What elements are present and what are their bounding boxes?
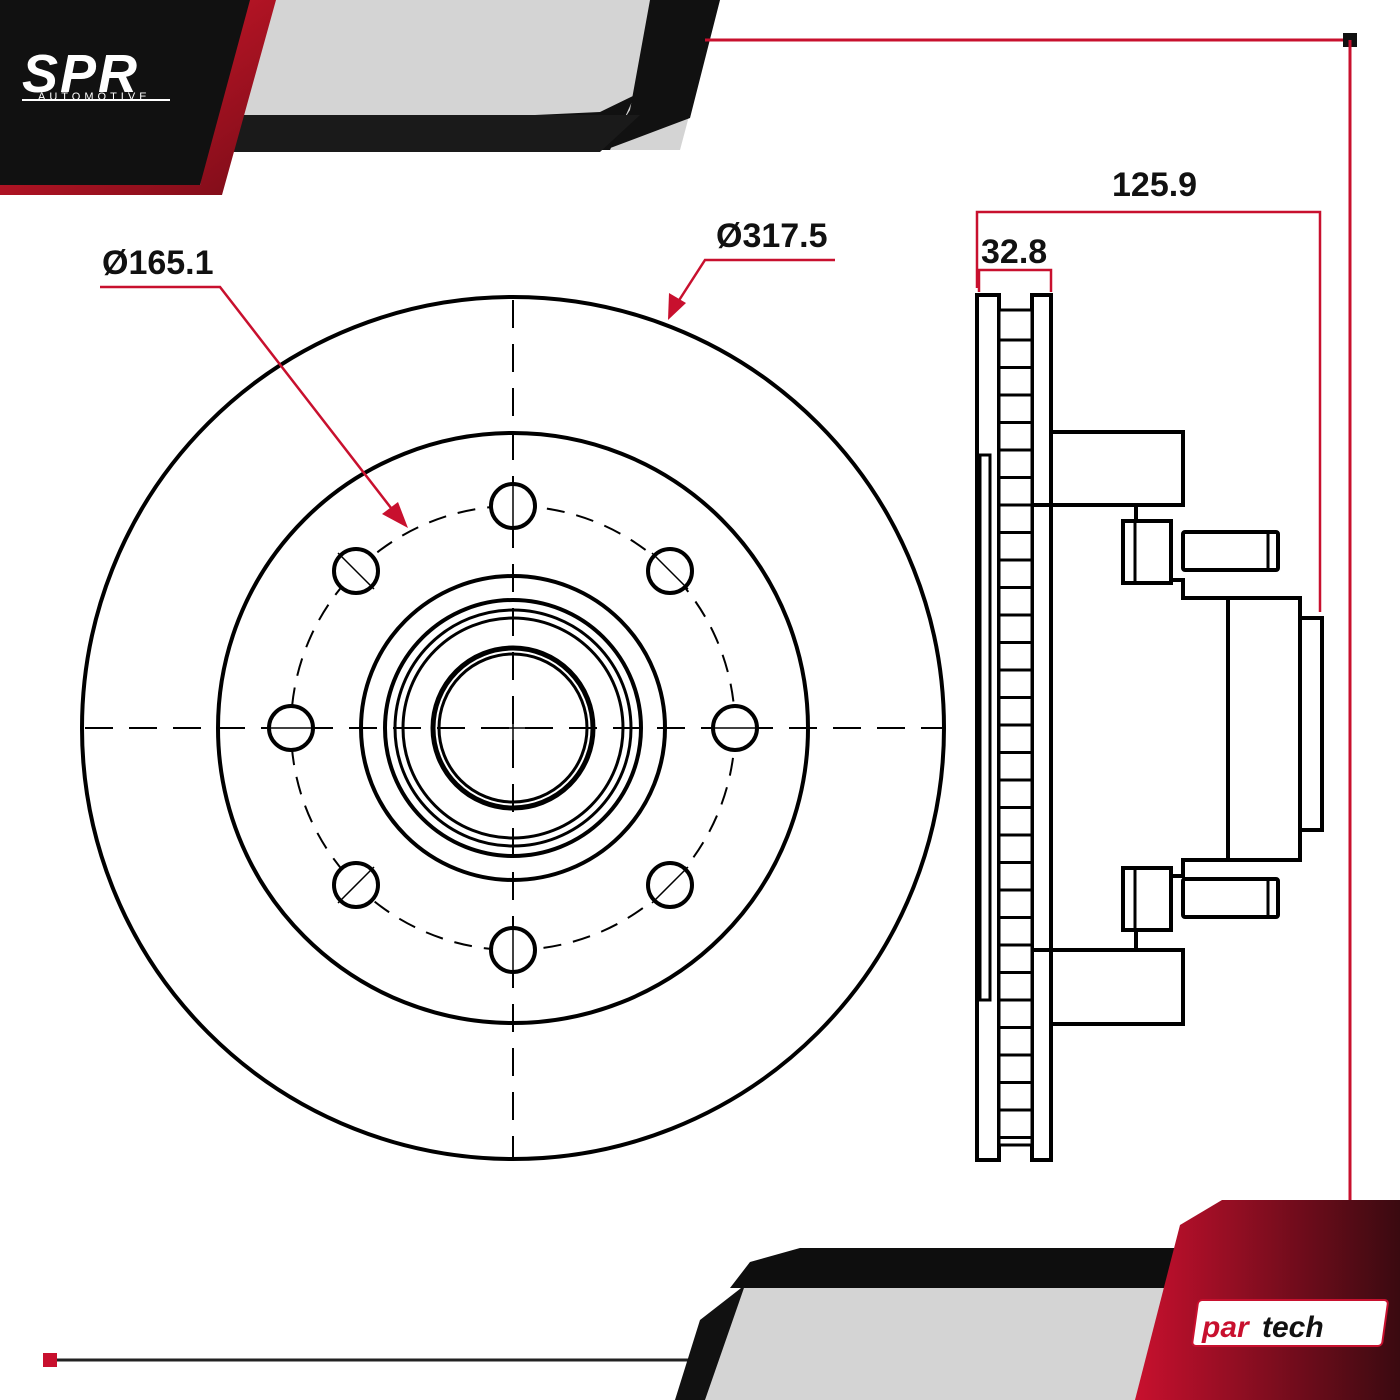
vane-region <box>997 308 1034 1147</box>
bottom-banner <box>675 1200 1400 1400</box>
top-banner <box>0 0 720 195</box>
partech-logo: par tech ® <box>1191 1299 1389 1347</box>
hub-top-flange <box>1051 430 1185 507</box>
spr-logo-subtext: AUTOMOTIVE <box>38 91 151 103</box>
hat-outer-circle <box>216 431 810 1025</box>
hub-ring-4 <box>401 616 625 840</box>
side-view-dimension-lines <box>975 210 1322 612</box>
partech-logo-suffix: tech <box>1262 1311 1324 1344</box>
rotor-face-plate <box>978 453 992 1002</box>
outer-disc-circle <box>80 295 946 1161</box>
rotor-thickness-label: 32.8 <box>981 233 1047 271</box>
vane-lines <box>999 338 1032 1139</box>
rotor-side-view <box>975 293 1324 1162</box>
bolt-circle-diameter-label: Ø165.1 <box>102 244 214 282</box>
hub-bottom-flange <box>1051 948 1185 1026</box>
spr-logo: SPR AUTOMOTIVE <box>22 44 170 104</box>
partech-logo-prefix: par <box>1201 1311 1251 1344</box>
spr-logo-text: SPR <box>22 44 139 104</box>
top-stud-base <box>1121 519 1173 585</box>
bottom-stud-base <box>1121 866 1173 932</box>
side-view-stud-details <box>1133 505 1270 950</box>
bearing-cap-lip <box>1298 616 1324 832</box>
front-view-leaders <box>100 258 835 528</box>
bearing-cap <box>1226 596 1302 862</box>
partech-registered-mark: ® <box>1376 1314 1384 1325</box>
total-height-label: 125.9 <box>1112 166 1197 204</box>
frame-lines <box>43 33 1357 1367</box>
hub-ring-5 <box>430 645 596 811</box>
inner-friction-plate <box>1030 293 1053 1162</box>
hub-ring-2 <box>383 598 643 858</box>
outer-diameter-label: Ø317.5 <box>716 217 828 255</box>
center-bore <box>437 652 589 804</box>
top-stud-shank <box>1181 530 1280 572</box>
hub-ring-1 <box>359 574 667 882</box>
rotor-front-view <box>80 295 946 1161</box>
hub-ring-3 <box>393 608 633 848</box>
bottom-stud-shank <box>1181 877 1280 919</box>
